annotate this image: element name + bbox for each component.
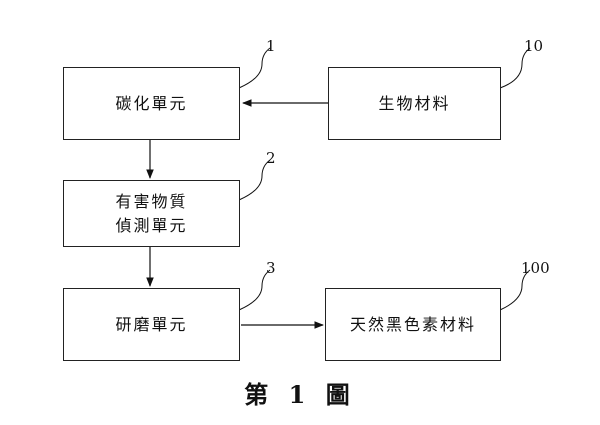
grinding-unit-box: 研磨單元 — [63, 288, 240, 361]
figure-caption: 第 1 圖 — [244, 380, 356, 409]
bio-material-label: 生物材料 — [378, 93, 451, 113]
leader-line-3 — [238, 269, 271, 311]
leader-line-100 — [499, 269, 531, 311]
grinding-unit-label: 研磨單元 — [115, 314, 188, 334]
ref-numeral-1: 1 — [266, 37, 276, 55]
carbonization-unit-label: 碳化單元 — [115, 93, 188, 113]
leader-line-2 — [238, 159, 271, 201]
ref-numeral-100: 100 — [521, 259, 550, 277]
ref-numeral-2: 2 — [266, 149, 276, 167]
ref-numeral-10: 10 — [524, 37, 544, 55]
detection-label-line2: 偵測單元 — [115, 215, 188, 235]
ref-numeral-3: 3 — [266, 259, 276, 277]
carbonization-unit-box: 碳化單元 — [63, 67, 240, 140]
natural-pigment-material-box: 天然黑色素材料 — [325, 288, 501, 361]
bio-material-box: 生物材料 — [328, 67, 501, 140]
detection-label-line1: 有害物質 — [115, 191, 188, 211]
harmful-substance-detection-box: 有害物質 偵測單元 — [63, 180, 240, 247]
leader-line-1 — [238, 47, 271, 89]
natural-pigment-label: 天然黑色素材料 — [349, 314, 476, 334]
leader-line-10 — [499, 47, 531, 89]
